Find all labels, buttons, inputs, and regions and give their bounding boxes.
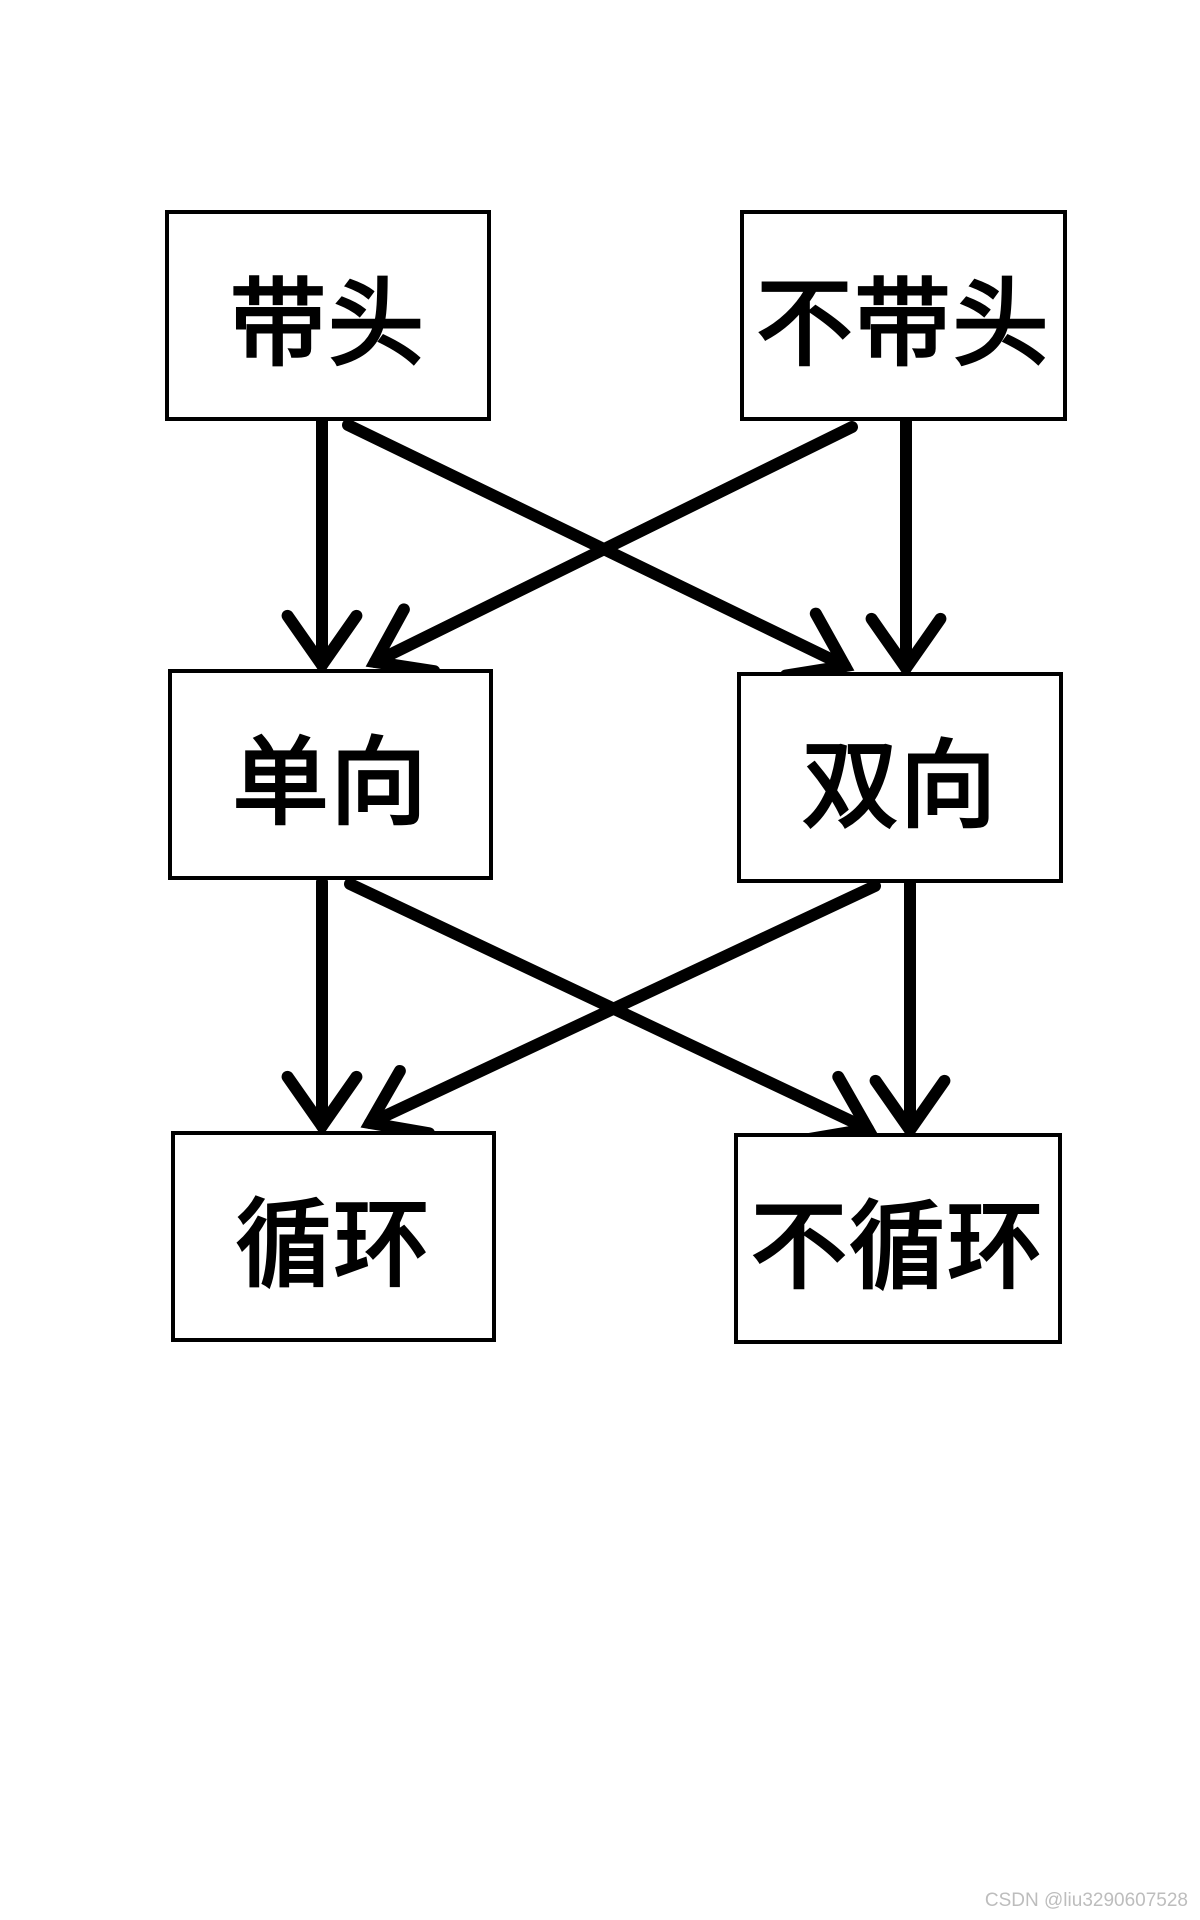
edge-singly-to-circular — [281, 876, 363, 1137]
node-label: 双向 — [802, 730, 998, 842]
edge-doubly-to-circular — [360, 880, 881, 1140]
node-label: 不带头 — [756, 268, 1051, 380]
arrowhead-icon — [865, 612, 947, 679]
arrowhead-icon — [365, 603, 441, 678]
node-label: 单向 — [232, 727, 429, 839]
arrowhead-icon — [281, 1070, 363, 1137]
node-circular: 循环 — [171, 1131, 496, 1342]
node-label: 不循环 — [751, 1191, 1045, 1303]
node-label: 循环 — [235, 1189, 432, 1301]
node-non-circular: 不循环 — [734, 1133, 1062, 1344]
node-with-head: 带头 — [165, 210, 491, 421]
edge-without-head-to-doubly — [865, 415, 947, 679]
edge-with-head-to-singly — [281, 415, 363, 676]
watermark: CSDN @liu3290607528 — [984, 1890, 1188, 1911]
edge-line — [342, 419, 851, 672]
edge-without-head-to-singly — [365, 421, 858, 678]
node-singly: 单向 — [168, 669, 493, 880]
arrowhead-icon — [281, 609, 363, 676]
node-doubly: 双向 — [737, 672, 1063, 883]
node-without-head: 不带头 — [740, 210, 1067, 421]
edge-line — [369, 421, 858, 668]
arrowhead-icon — [869, 1074, 951, 1141]
node-label: 带头 — [230, 268, 426, 380]
edge-doubly-to-non-circular — [869, 878, 951, 1141]
edge-line — [364, 880, 881, 1129]
arrowhead-icon — [360, 1064, 436, 1140]
